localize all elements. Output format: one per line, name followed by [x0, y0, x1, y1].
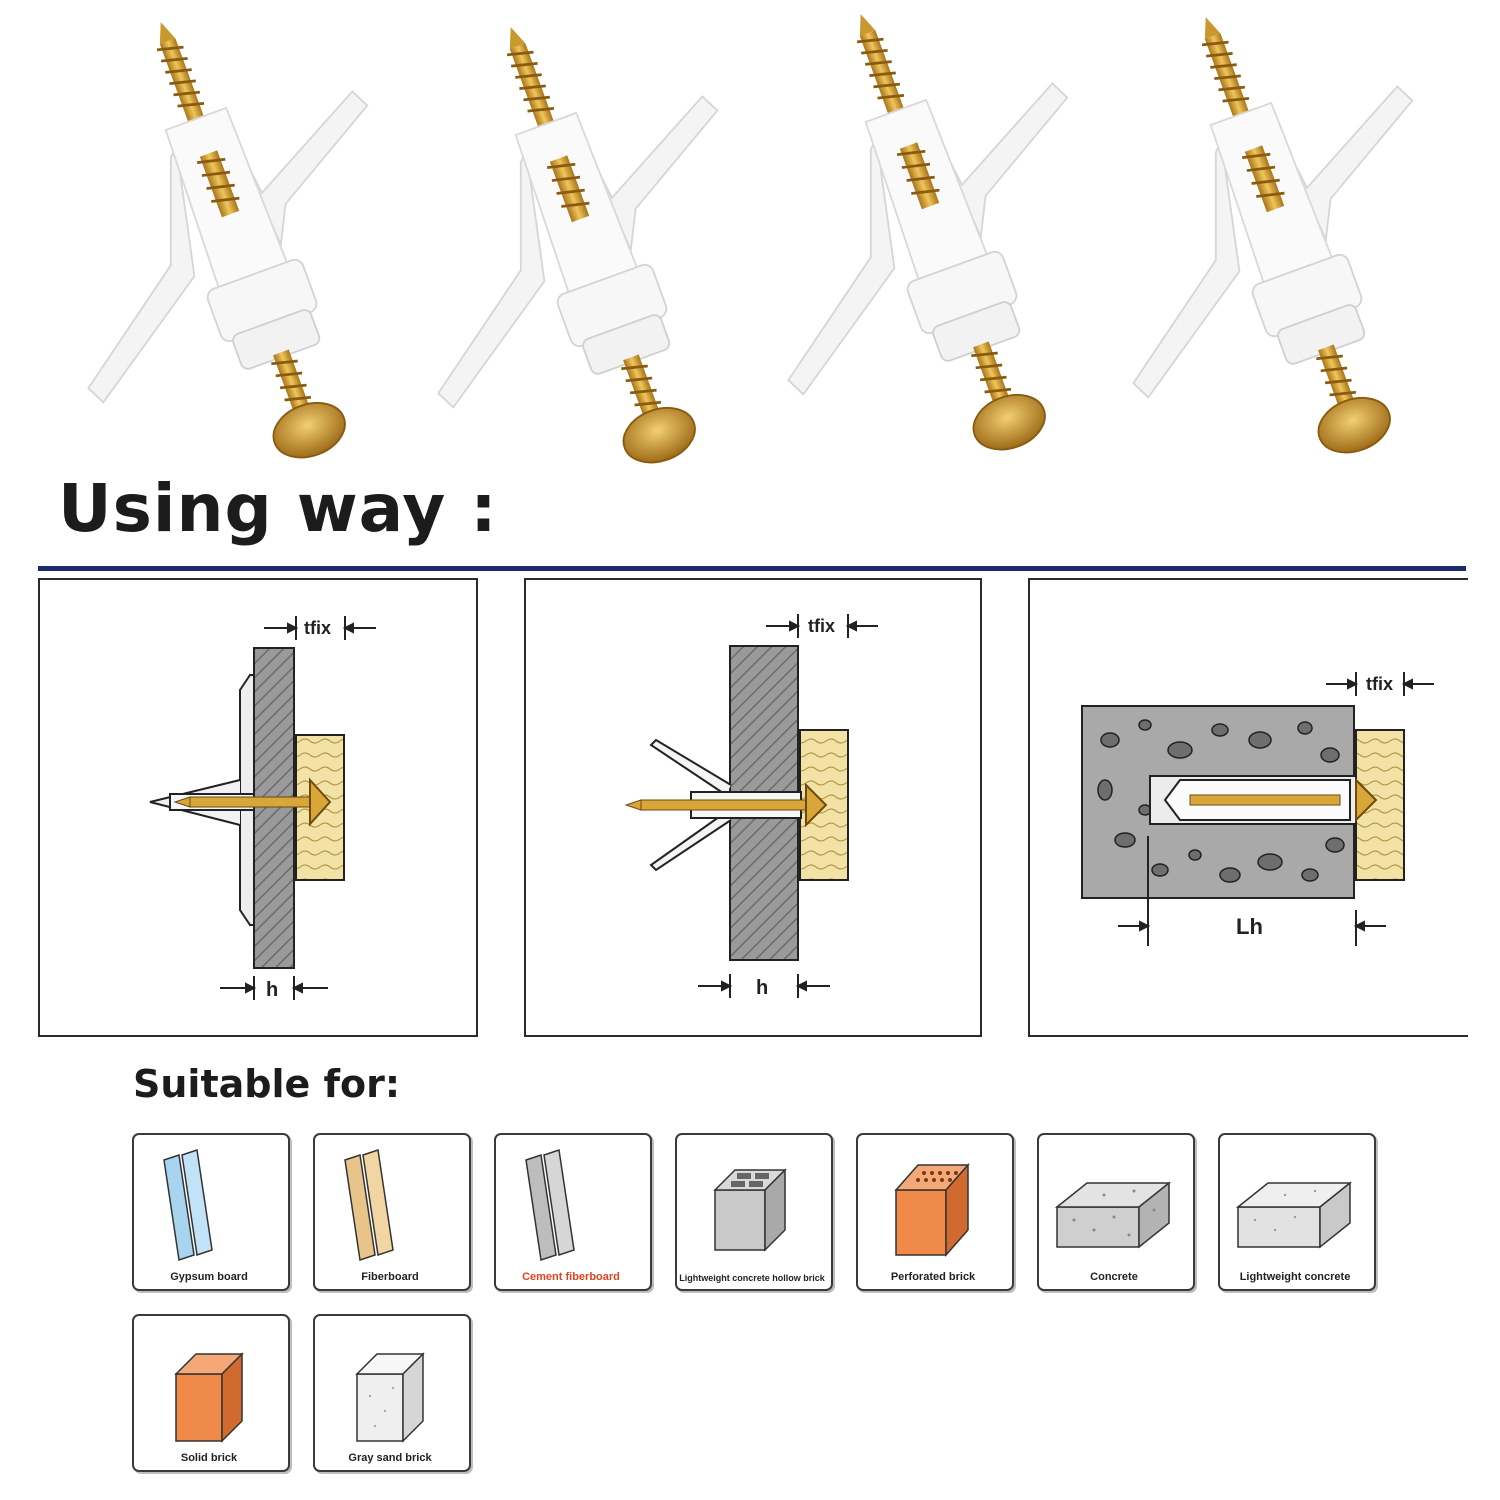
material-tile-cement-fiberboard: Cement fiberboard [494, 1133, 652, 1291]
material-label: Gray sand brick [348, 1452, 432, 1464]
diagram-panel-2: tfix h [524, 578, 982, 1037]
dim-label-tfix-2: tfix [808, 616, 835, 636]
diagram-panel-1: tfix h [38, 578, 478, 1037]
dim-label-lh: Lh [1236, 914, 1263, 939]
dim-label-tfix: tfix [304, 618, 331, 638]
diagram-concrete-anchor: tfix Lh [1081, 672, 1434, 946]
product-photos [0, 0, 1500, 470]
material-tile-gray-sand-brick: Gray sand brick [313, 1314, 471, 1472]
lightweight-concrete-icon [1235, 1181, 1353, 1249]
dim-label-h-2: h [756, 977, 768, 999]
material-tile-fiberboard: Fiberboard [313, 1133, 471, 1291]
concrete-block-icon [1054, 1181, 1172, 1249]
diagram-inserting-anchor: tfix h [624, 614, 878, 999]
diagram-panel-3: tfix Lh [1028, 578, 1468, 1037]
material-tile-lightweight-concrete: Lightweight concrete [1218, 1133, 1376, 1291]
material-tile-perforated-brick: Perforated brick [856, 1133, 1014, 1291]
anchor-photo-4 [1022, 0, 1500, 470]
material-label: Cement fiberboard [522, 1271, 620, 1283]
anchor-photo-2 [327, 0, 826, 470]
gypsum-board-icon [163, 1149, 213, 1261]
suitable-title: Suitable for: [133, 1062, 401, 1106]
dim-label-h: h [266, 979, 278, 1001]
material-label: Concrete [1090, 1271, 1138, 1283]
cement-fiberboard-icon [525, 1149, 575, 1261]
material-label: Lightweight concrete [1239, 1271, 1351, 1283]
perforated-brick-icon [894, 1163, 970, 1257]
material-label: Fiberboard [361, 1271, 419, 1283]
material-label: Gypsum board [170, 1271, 248, 1283]
fiberboard-icon [344, 1149, 394, 1261]
material-tile-solid-brick: Solid brick [132, 1314, 290, 1472]
dim-label-tfix-3: tfix [1366, 674, 1393, 694]
divider-line [38, 566, 1466, 571]
material-label: Perforated brick [890, 1271, 976, 1283]
material-tile-gypsum: Gypsum board [132, 1133, 290, 1291]
anchor-photo-3 [677, 0, 1176, 470]
material-label: Solid brick [180, 1452, 238, 1464]
hollow-brick-icon [713, 1168, 787, 1252]
diagram-expanded-anchor: tfix h [149, 616, 376, 1001]
material-tile-hollow-brick: Lightweight concrete hollow brick [675, 1133, 833, 1291]
material-tile-concrete: Concrete [1037, 1133, 1195, 1291]
section-title: Using way : [58, 470, 498, 547]
anchor-photo-1 [0, 0, 476, 470]
material-label: Lightweight concrete hollow brick [679, 1273, 825, 1283]
solid-brick-icon [174, 1352, 244, 1443]
gray-sand-brick-icon [355, 1352, 425, 1443]
